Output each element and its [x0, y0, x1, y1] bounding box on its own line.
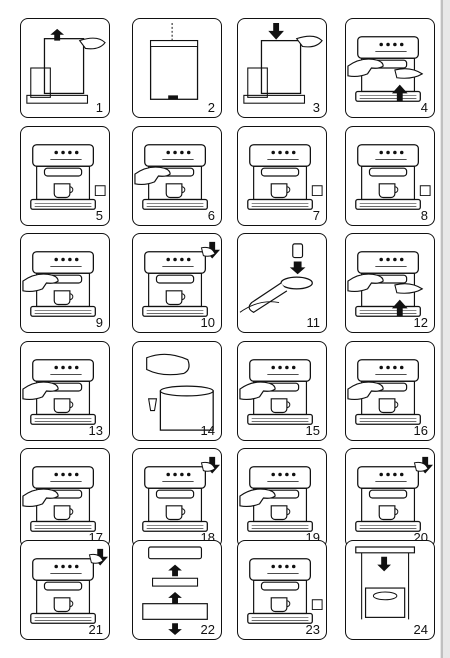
- panel-illustration: [30, 144, 106, 210]
- step-number: 15: [305, 423, 320, 438]
- instruction-panel: 12: [345, 233, 435, 333]
- step-number: 14: [200, 423, 215, 438]
- instruction-panel: 21: [20, 540, 110, 640]
- panel-illustration: [347, 251, 424, 317]
- panel-illustration: [149, 23, 199, 100]
- panel-illustration: [142, 241, 221, 317]
- instruction-panel: 5: [20, 126, 110, 226]
- instruction-panel: 11: [237, 233, 327, 333]
- step-number: 4: [420, 100, 428, 115]
- instruction-panel: 8: [345, 126, 435, 226]
- panel-illustration: [347, 36, 424, 102]
- panel-illustration: [22, 466, 96, 532]
- panel-illustration: [239, 466, 313, 532]
- step-number: 6: [207, 208, 215, 223]
- instruction-panel: 20: [345, 448, 435, 548]
- panel-illustration: [355, 144, 431, 210]
- panel-illustration: [347, 359, 421, 425]
- panel-illustration: [239, 243, 313, 314]
- instruction-panel: 1: [20, 18, 110, 118]
- step-number: 5: [95, 208, 103, 223]
- panel-illustration: [134, 144, 208, 210]
- instruction-panel: 9: [20, 233, 110, 333]
- panel-illustration: [355, 546, 416, 620]
- instruction-panel: 19: [237, 448, 327, 548]
- step-number: 23: [305, 622, 320, 637]
- panel-illustration: [243, 23, 323, 104]
- panel-illustration: [30, 548, 109, 624]
- instruction-panel: 24: [345, 540, 435, 640]
- instruction-panel: 7: [237, 126, 327, 226]
- instruction-panel: 17: [20, 448, 110, 548]
- panel-illustration: [247, 558, 323, 624]
- panel-illustration: [22, 251, 96, 317]
- panel-illustration: [247, 144, 323, 210]
- instruction-panel: 15: [237, 341, 327, 441]
- step-number: 13: [88, 423, 103, 438]
- step-number: 11: [306, 315, 321, 330]
- instruction-panel: 3: [237, 18, 327, 118]
- instruction-panel: 22: [132, 540, 222, 640]
- instruction-panel: 18: [132, 448, 222, 548]
- step-number: 10: [200, 315, 215, 330]
- panel-illustration: [239, 359, 313, 425]
- step-number: 24: [413, 622, 428, 637]
- step-number: 7: [312, 208, 320, 223]
- instruction-panel: 10: [132, 233, 222, 333]
- panel-illustration: [22, 359, 96, 425]
- panel-illustration: [355, 456, 434, 532]
- page-edge-strip: [440, 0, 450, 658]
- instruction-panel: 2: [132, 18, 222, 118]
- step-number: 12: [413, 315, 428, 330]
- instruction-panel: 23: [237, 540, 327, 640]
- step-number: 3: [312, 100, 320, 115]
- step-number: 9: [95, 315, 103, 330]
- instruction-panel: 13: [20, 341, 110, 441]
- instruction-panel: 6: [132, 126, 222, 226]
- step-number: 8: [420, 208, 428, 223]
- step-number: 22: [200, 622, 215, 637]
- step-number: 16: [413, 423, 428, 438]
- panel-illustration: [142, 546, 208, 635]
- instruction-panel: 16: [345, 341, 435, 441]
- step-number: 1: [95, 100, 103, 115]
- step-number: 2: [207, 100, 215, 115]
- instruction-panel: 4: [345, 18, 435, 118]
- step-number: 21: [88, 622, 103, 637]
- instruction-panel: 14: [132, 341, 222, 441]
- panel-illustration: [26, 28, 106, 104]
- panel-illustration: [142, 456, 221, 532]
- panel-illustration: [146, 353, 214, 431]
